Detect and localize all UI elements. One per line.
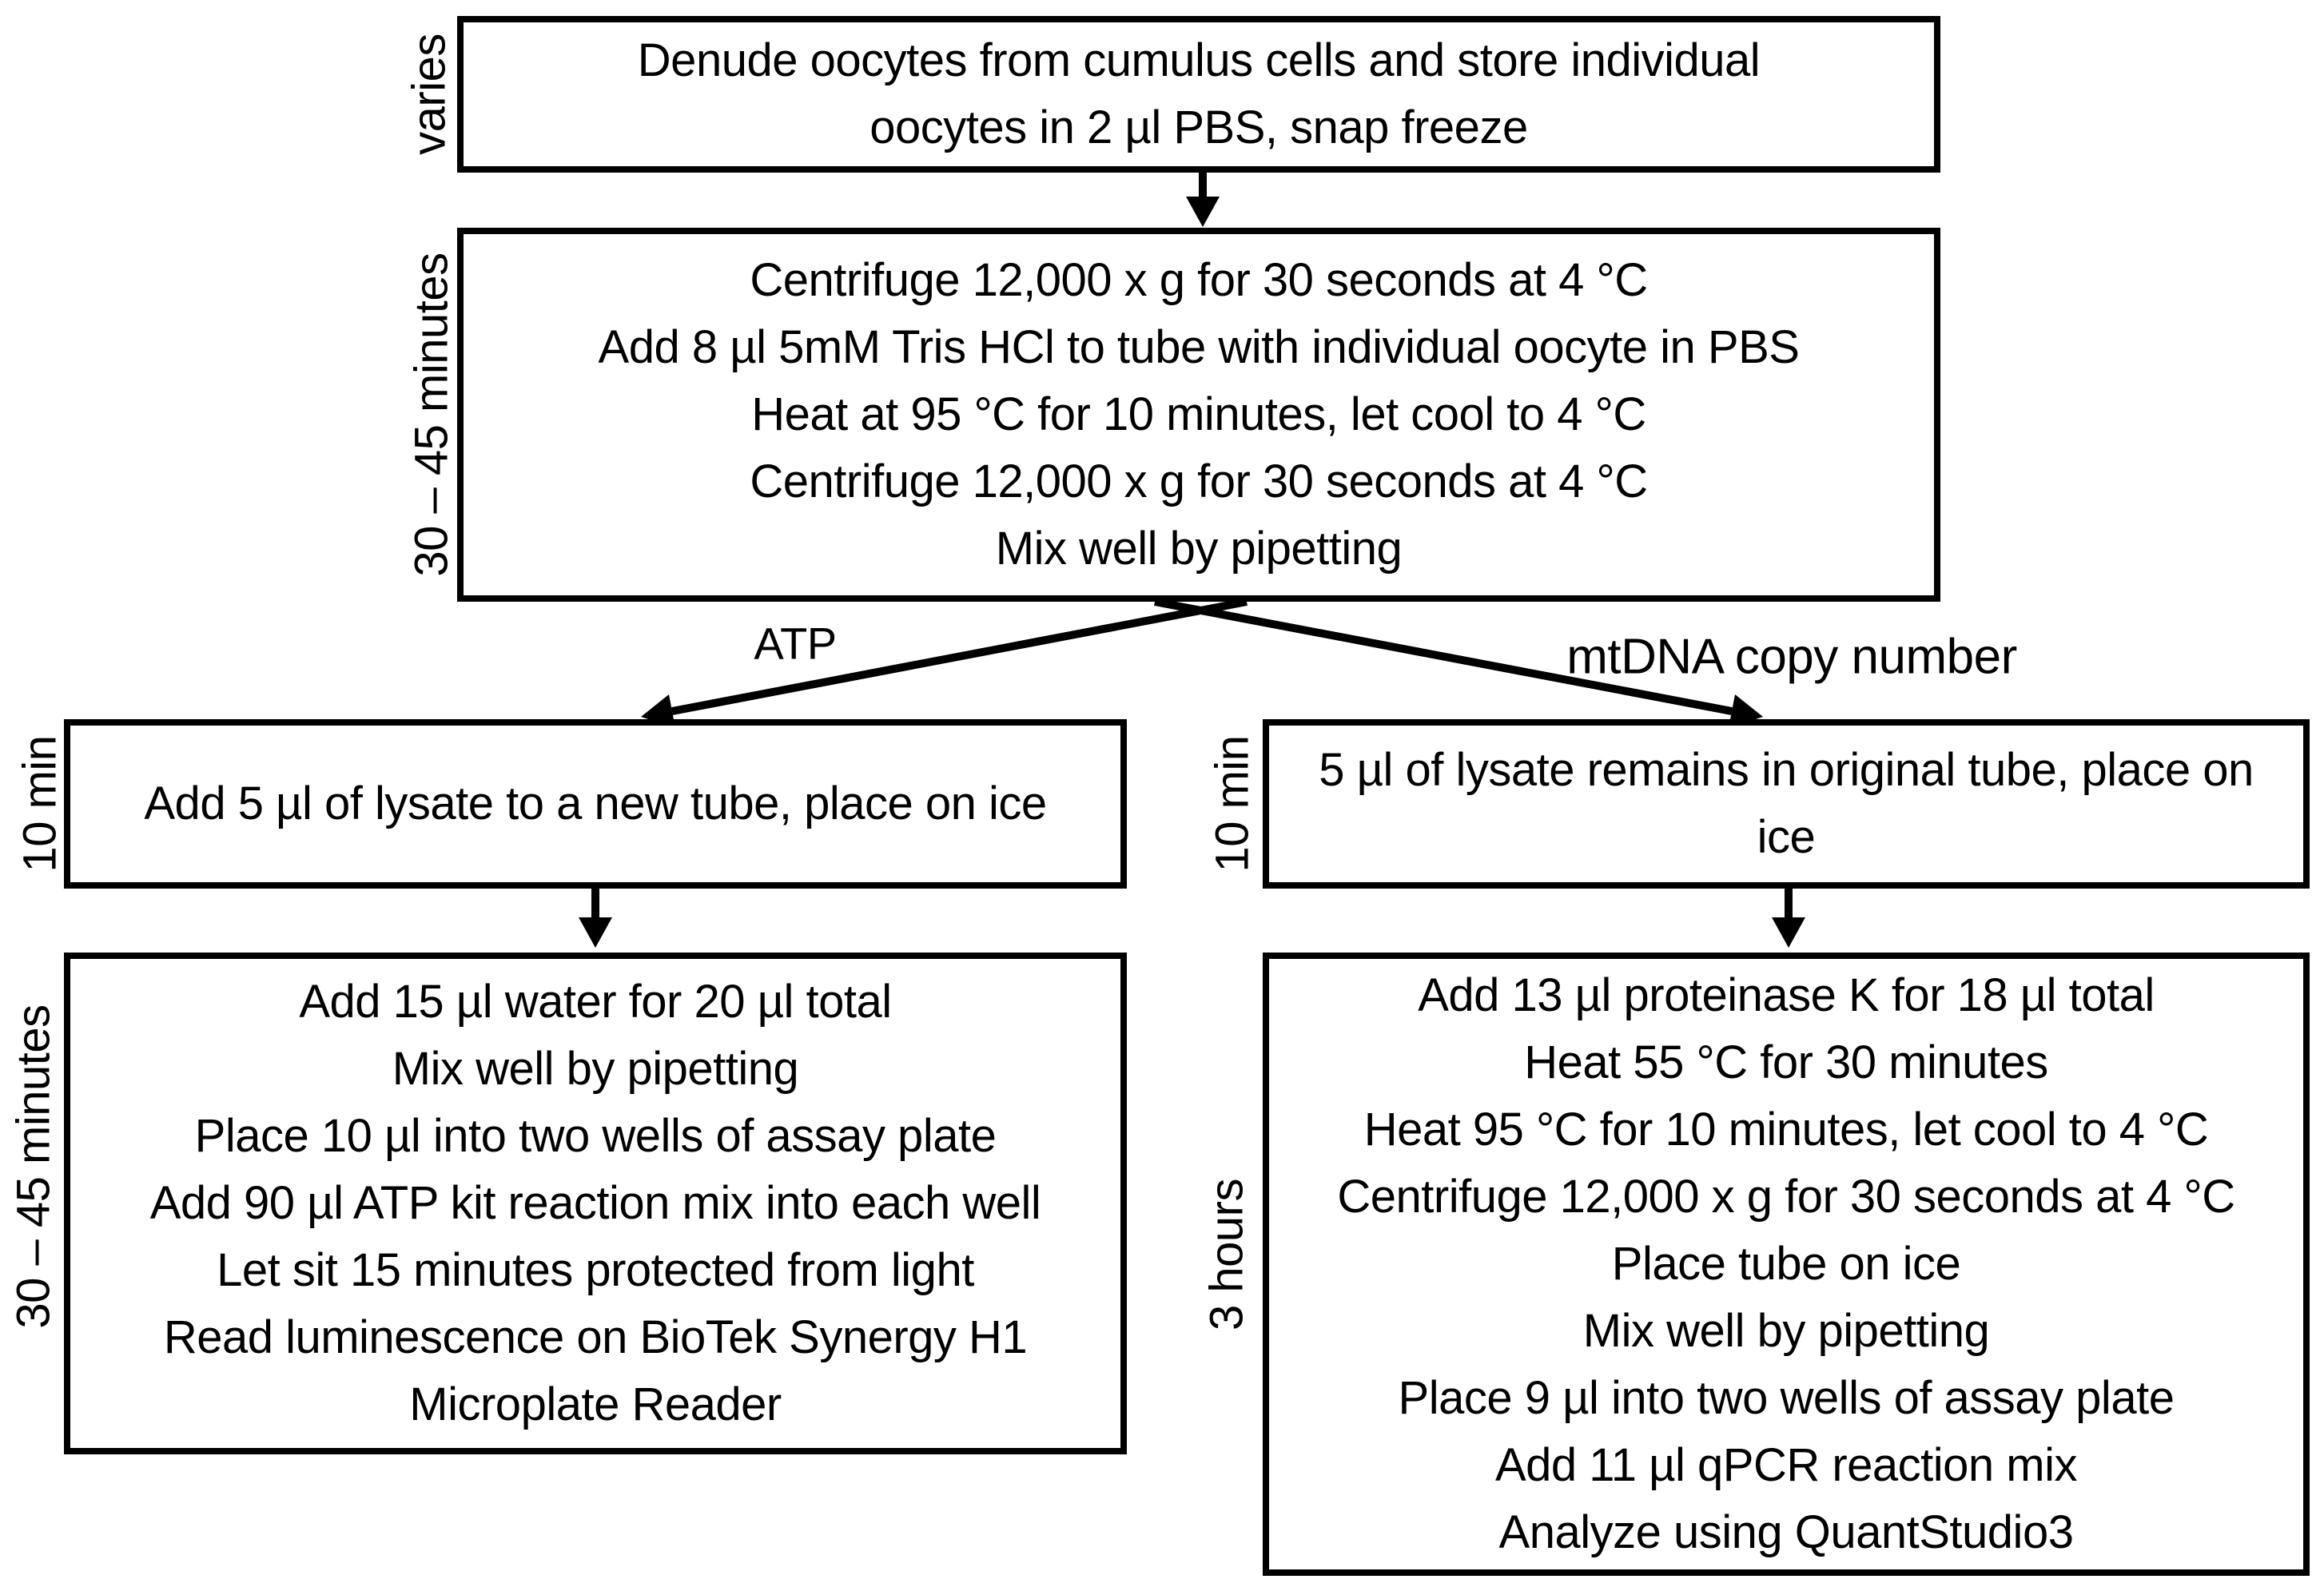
step-box-atp-aliquot: Add 5 µl of lysate to a new tube, place …	[64, 719, 1127, 889]
step-line: Centrifuge 12,000 x g for 30 seconds at …	[750, 254, 1648, 306]
step-line: Add 13 µl proteinase K for 18 µl total	[1418, 969, 2155, 1021]
time-label-lysis: 30 – 45 minutes	[405, 253, 458, 577]
time-label-mtdna-aliquot: 10 min	[1206, 735, 1259, 873]
step-box-mtdna-aliquot: 5 µl of lysate remains in original tube,…	[1263, 719, 2310, 889]
step-box-denude-oocytes: Denude oocytes from cumulus cells and st…	[457, 16, 1940, 173]
step-line: Add 8 µl 5mM Tris HCl to tube with indiv…	[598, 321, 1800, 373]
step-line: Add 5 µl of lysate to a new tube, place …	[144, 778, 1047, 829]
step-line: Heat at 95 °C for 10 minutes, let cool t…	[751, 388, 1646, 440]
step-line: Analyze using QuantStudio3	[1498, 1506, 2074, 1558]
arrow-mtdna-aliquot-to-mtdna-qpcr	[1772, 889, 1805, 948]
branch-label-atp: ATP	[754, 618, 837, 669]
step-line: Let sit 15 minutes protected from light	[217, 1244, 974, 1296]
step-line: Mix well by pipetting	[392, 1043, 799, 1095]
step-line: Add 90 µl ATP kit reaction mix into each…	[149, 1177, 1041, 1229]
arrow-lysis-to-atp-aliquot	[641, 598, 1248, 728]
arrow-atp-aliquot-to-atp-assay	[579, 889, 612, 948]
step-line: Place 9 µl into two wells of assay plate	[1398, 1372, 2175, 1424]
step-line: Heat 55 °C for 30 minutes	[1524, 1036, 2048, 1088]
step-line: Centrifuge 12,000 x g for 30 seconds at …	[750, 455, 1648, 507]
step-line: Place 10 µl into two wells of assay plat…	[194, 1110, 997, 1162]
step-line: Denude oocytes from cumulus cells and st…	[637, 34, 1761, 153]
step-line: Mix well by pipetting	[1582, 1305, 1990, 1357]
step-box-lysis: Centrifuge 12,000 x g for 30 seconds at …	[457, 228, 1940, 602]
step-line: Place tube on ice	[1611, 1238, 1961, 1290]
branch-label-mtdna: mtDNA copy number	[1566, 629, 2017, 685]
time-label-denude: varies	[403, 34, 456, 155]
step-box-atp-assay: Add 15 µl water for 20 µl total Mix well…	[64, 953, 1127, 1454]
step-line: Heat 95 °C for 10 minutes, let cool to 4…	[1363, 1104, 2209, 1155]
step-line: Centrifuge 12,000 x g for 30 seconds at …	[1337, 1171, 2235, 1223]
step-line: Add 11 µl qPCR reaction mix	[1494, 1439, 2078, 1491]
step-box-mtdna-qpcr: Add 13 µl proteinase K for 18 µl total H…	[1263, 953, 2310, 1576]
time-label-mtdna-qpcr: 3 hours	[1200, 1179, 1253, 1330]
step-line: Read luminescence on BioTek Synergy H1 M…	[163, 1311, 1028, 1430]
time-label-atp-assay: 30 – 45 minutes	[7, 1004, 60, 1329]
step-line: 5 µl of lysate remains in original tube,…	[1319, 744, 2254, 863]
step-line: Add 15 µl water for 20 µl total	[299, 976, 892, 1028]
time-label-atp-aliquot: 10 min	[14, 735, 66, 873]
arrow-denude-to-lysis	[1186, 173, 1220, 227]
step-line: Mix well by pipetting	[995, 523, 1403, 575]
